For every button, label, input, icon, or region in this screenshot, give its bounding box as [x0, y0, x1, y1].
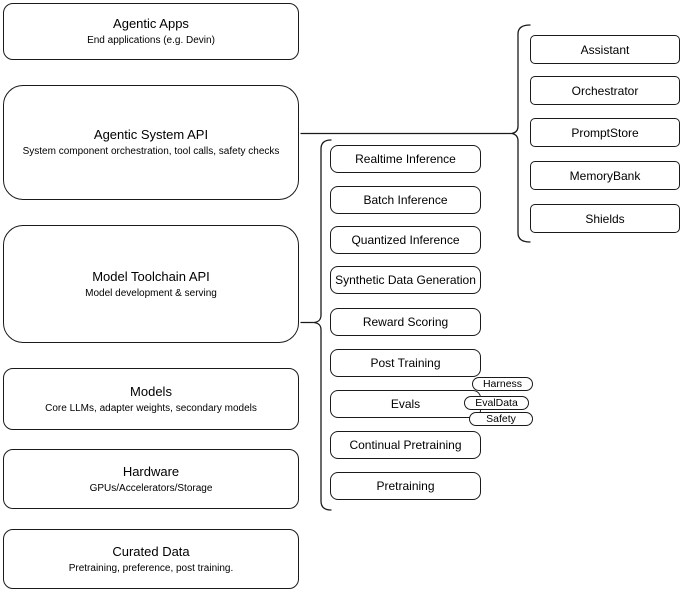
node-orchestrator: Orchestrator	[530, 76, 680, 105]
node-quantized-inference: Quantized Inference	[330, 226, 481, 254]
node-subtitle: System component orchestration, tool cal…	[22, 146, 280, 157]
node-subtitle: Pretraining, preference, post training.	[68, 562, 234, 574]
node-curated-data: Curated Data Pretraining, preference, po…	[3, 529, 299, 589]
node-hardware: Hardware GPUs/Accelerators/Storage	[3, 449, 299, 509]
node-pretraining: Pretraining	[330, 472, 481, 500]
node-synthetic-data-generation: Synthetic Data Generation	[330, 266, 481, 294]
node-realtime-inference: Realtime Inference	[330, 145, 481, 173]
node-title: Curated Data	[112, 543, 190, 559]
system-components-bracket	[511, 24, 531, 243]
node-title: Model Toolchain API	[92, 268, 210, 284]
node-title: Agentic Apps	[113, 16, 189, 31]
node-promptstore: PromptStore	[530, 118, 680, 147]
node-model-toolchain-api: Model Toolchain API Model development & …	[3, 225, 299, 343]
badge-evaldata: EvalData	[464, 396, 529, 410]
node-post-training: Post Training	[330, 349, 481, 377]
node-title: Agentic System API	[93, 127, 209, 142]
node-assistant: Assistant	[530, 35, 680, 64]
node-evals: Evals	[330, 390, 481, 418]
node-agentic-apps: Agentic Apps End applications (e.g. Devi…	[3, 3, 299, 60]
toolchain-bracket	[313, 139, 332, 511]
node-subtitle: Model development & serving	[85, 287, 217, 299]
node-memorybank: MemoryBank	[530, 161, 680, 190]
node-batch-inference: Batch Inference	[330, 186, 481, 214]
node-agentic-system-api: Agentic System API System component orch…	[3, 85, 299, 200]
badge-safety: Safety	[469, 412, 533, 426]
node-subtitle: Core LLMs, adapter weights, secondary mo…	[45, 402, 257, 414]
node-subtitle: End applications (e.g. Devin)	[87, 35, 215, 46]
node-title: Hardware	[122, 463, 180, 479]
node-continual-pretraining: Continual Pretraining	[330, 431, 481, 459]
node-subtitle: GPUs/Accelerators/Storage	[89, 482, 213, 494]
node-reward-scoring: Reward Scoring	[330, 308, 481, 336]
node-title: Models	[130, 383, 172, 399]
node-shields: Shields	[530, 204, 680, 233]
badge-harness: Harness	[472, 377, 533, 391]
node-models: Models Core LLMs, adapter weights, secon…	[3, 368, 299, 430]
